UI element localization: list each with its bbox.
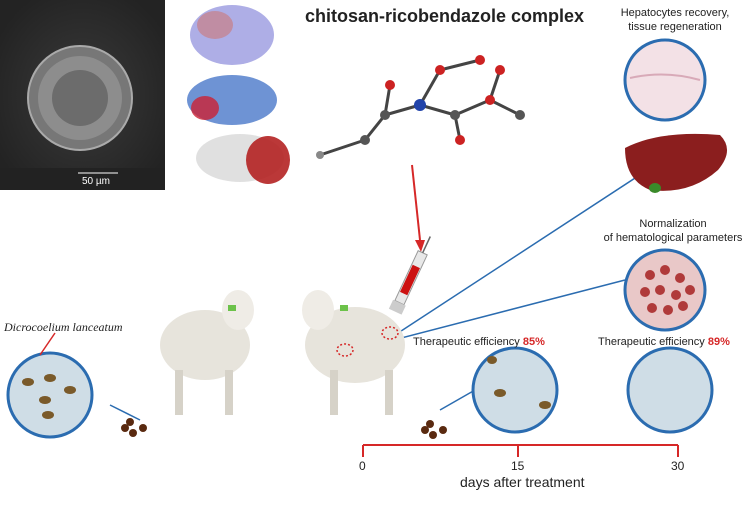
- liver-icon: [625, 133, 728, 193]
- blood-cells-circle: [623, 248, 707, 332]
- timeline-axis: [362, 444, 679, 457]
- droppings-right: [421, 420, 447, 439]
- timeline-label: days after treatment: [460, 474, 585, 490]
- histology-circle: [623, 38, 707, 122]
- arrow-head: [415, 240, 425, 252]
- sheep-left: [160, 290, 254, 415]
- hematology-line1: Normalization: [639, 218, 707, 230]
- efficiency-text-15: Therapeutic efficiency: [413, 336, 523, 348]
- hepatocytes-line1: Hepatocytes recovery,: [620, 7, 730, 19]
- hepatocytes-line2: tissue regeneration: [628, 21, 722, 33]
- syringe-icon: [388, 236, 431, 315]
- parasite-pointer: [39, 332, 56, 356]
- eggs-circle-right: [626, 346, 714, 434]
- efficiency-label-30: Therapeutic efficiency 89%: [598, 336, 730, 348]
- hematology-label: Normalization of hematological parameter…: [598, 217, 748, 245]
- arrow-to-syringe: [411, 164, 421, 241]
- diagram-title: chitosan-ricobendazole complex: [305, 6, 585, 26]
- efficiency-label-15: Therapeutic efficiency 85%: [413, 336, 545, 348]
- sheep-right: [302, 290, 405, 415]
- efficiency-value-30: 89%: [707, 336, 730, 348]
- sem-micrograph: [0, 0, 165, 190]
- timeline-tick-15: 15: [511, 459, 525, 473]
- parasite-label: Dicrocoelium lanceatum: [4, 320, 123, 334]
- droppings-left: [121, 418, 147, 437]
- eggs-circle-left: [6, 351, 94, 439]
- efficiency-value-15: 85%: [522, 336, 545, 348]
- chitosan-molecule: [316, 55, 525, 159]
- connection-lines: [109, 164, 656, 421]
- timeline-tick-0: 0: [359, 459, 366, 473]
- efficiency-text-30: Therapeutic efficiency: [598, 336, 708, 348]
- molecular-models: [187, 5, 290, 184]
- eggs-circle-middle: [471, 346, 559, 434]
- hematology-line2: of hematological parameters: [603, 232, 743, 244]
- hepatocytes-label: Hepatocytes recovery, tissue regeneratio…: [610, 6, 740, 34]
- sem-scale-label: 50 µm: [82, 176, 110, 187]
- timeline-tick-30: 30: [671, 459, 685, 473]
